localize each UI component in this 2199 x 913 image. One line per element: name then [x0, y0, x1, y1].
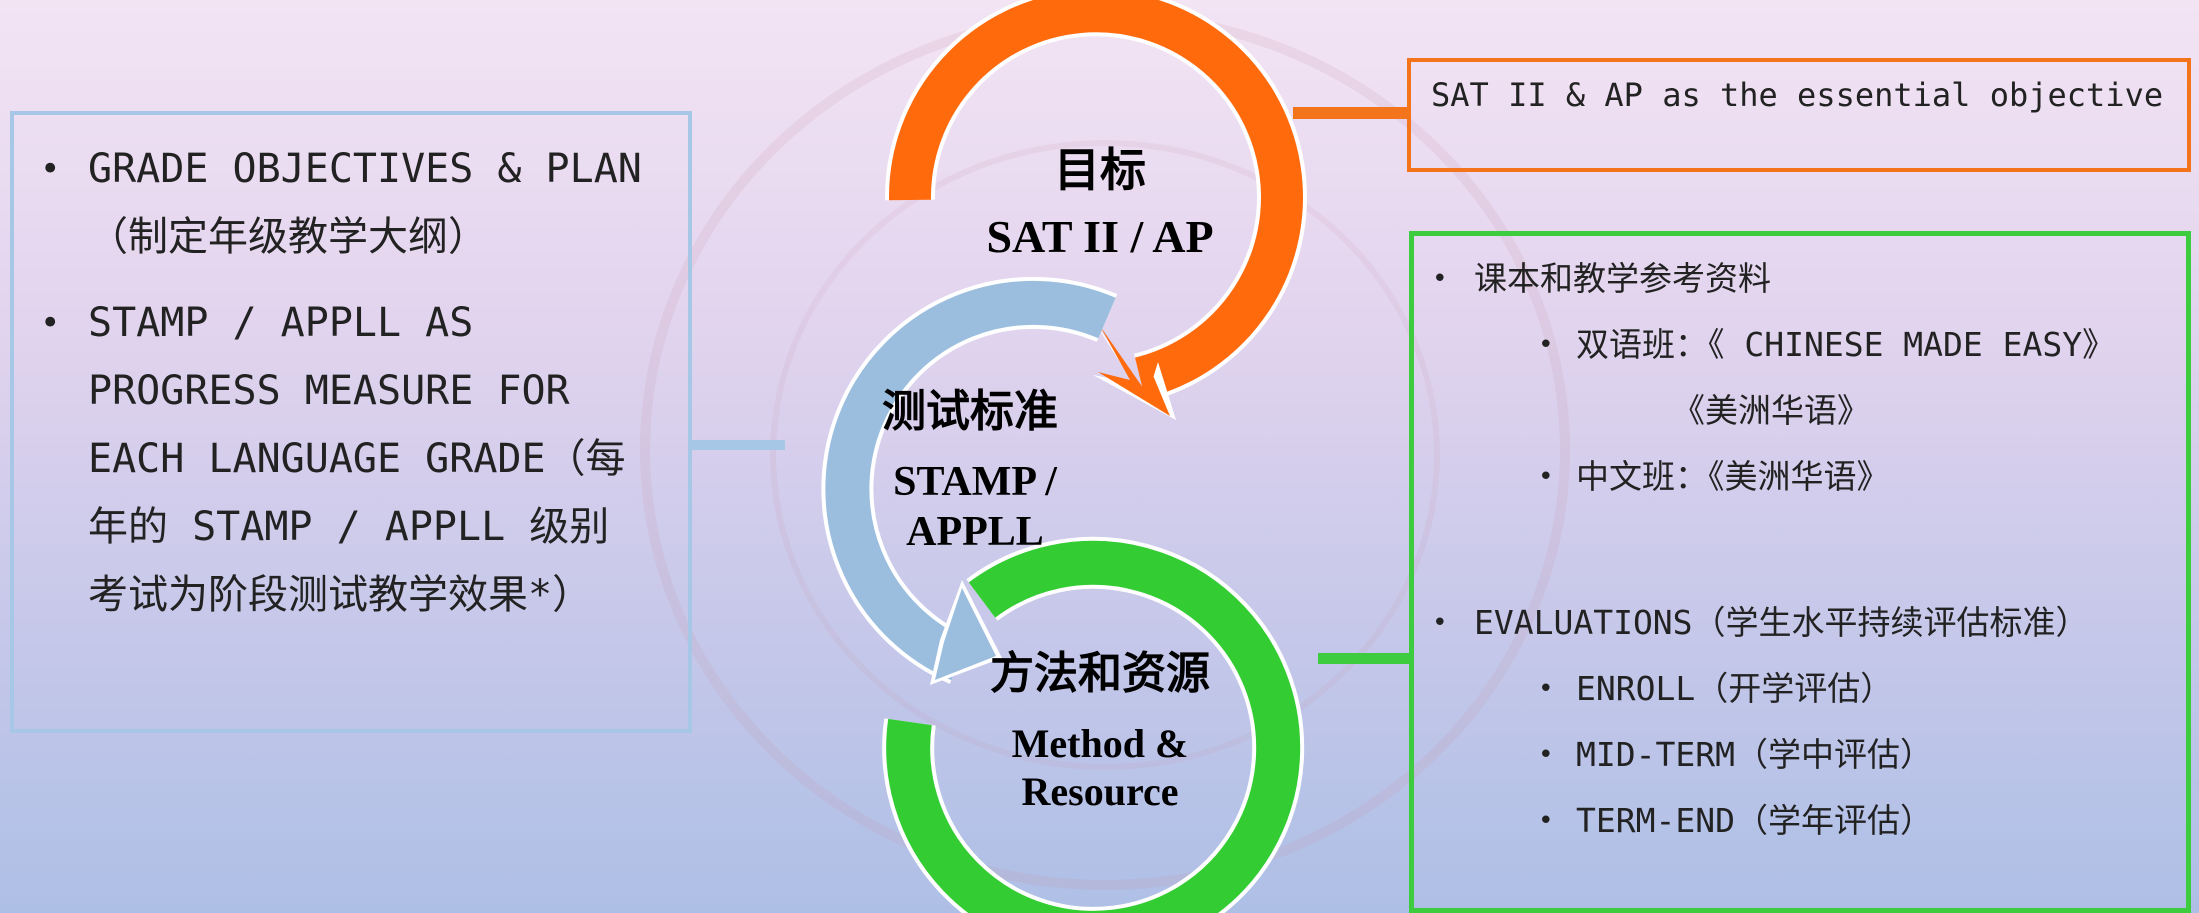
list-item: 双语班：《 CHINESE MADE EASY》: [1474, 312, 2176, 378]
item-line: （制定年级教学大纲）: [88, 214, 488, 260]
list-item: GRADE OBJECTIVES & PLAN （制定年级教学大纲）: [36, 135, 668, 271]
left-text-box: GRADE OBJECTIVES & PLAN （制定年级教学大纲） STAMP…: [10, 111, 692, 733]
goal-en-label: SAT II / AP: [986, 211, 1214, 262]
standard-en-label-2: APPLL: [906, 509, 1044, 555]
list-item: 中文班：《美洲华语》: [1474, 444, 2176, 510]
midterm-text: MID-TERM（学中评估）: [1576, 735, 1933, 774]
item-line: PROGRESS MEASURE FOR: [88, 368, 570, 414]
bilingual-class: 双语班：《 CHINESE MADE EASY》: [1576, 325, 2116, 364]
resources-list: 课本和教学参考资料 双语班：《 CHINESE MADE EASY》 《美洲华语…: [1432, 246, 2176, 510]
standard-arc: [821, 276, 1118, 685]
item-line: 考试为阶段测试教学效果*）: [88, 572, 593, 618]
left-bullet-list: GRADE OBJECTIVES & PLAN （制定年级教学大纲） STAMP…: [36, 135, 668, 629]
list-item: MID-TERM（学中评估）: [1474, 722, 2176, 788]
objective-text: SAT II & AP as the essential objective: [1431, 76, 2164, 114]
connector-top-right: [1293, 107, 1407, 119]
method-en-label-1: Method &: [1011, 721, 1189, 766]
list-item-evaluations: EVALUATIONS（学生水平持续评估标准） ENROLL（开学评估） MID…: [1432, 590, 2176, 854]
standard-en-label-1: STAMP /: [893, 459, 1057, 505]
goal-cn-label: 目标: [1054, 143, 1146, 197]
termend-text: TERM-END（学年评估）: [1576, 801, 1933, 840]
chinese-class: 中文班：《美洲华语》: [1576, 457, 1890, 496]
list-item: STAMP / APPLL AS PROGRESS MEASURE FOR EA…: [36, 289, 668, 629]
method-cn-label: 方法和资源: [990, 648, 1210, 699]
textbooks-title: 课本和教学参考资料: [1474, 259, 1771, 298]
evaluations-title: EVALUATIONS（学生水平持续评估标准）: [1474, 603, 2089, 642]
evaluations-list: EVALUATIONS（学生水平持续评估标准） ENROLL（开学评估） MID…: [1432, 590, 2176, 854]
connector-left: [690, 440, 785, 450]
connector-bottom-right: [1318, 653, 1410, 664]
list-item-textbooks: 课本和教学参考资料 双语班：《 CHINESE MADE EASY》 《美洲华语…: [1432, 246, 2176, 510]
list-item: TERM-END（学年评估）: [1474, 788, 2176, 854]
item-line: STAMP / APPLL AS: [88, 300, 474, 346]
goal-arc: [884, 0, 1307, 420]
item-line: GRADE OBJECTIVES & PLAN: [88, 146, 642, 192]
bilingual-class-cont: 《美洲华语》: [1672, 391, 1870, 430]
standard-cn-label: 测试标准: [882, 386, 1058, 437]
item-line: 年的 STAMP / APPLL 级别: [88, 504, 610, 550]
resources-box: 课本和教学参考资料 双语班：《 CHINESE MADE EASY》 《美洲华语…: [1409, 231, 2191, 913]
enroll-text: ENROLL（开学评估）: [1576, 669, 1894, 708]
method-arc: [882, 536, 1305, 913]
list-item: ENROLL（开学评估）: [1474, 656, 2176, 722]
method-en-label-2: Resource: [1021, 769, 1179, 814]
item-line: EACH LANGUAGE GRADE（每: [88, 436, 626, 482]
objective-box: SAT II & AP as the essential objective: [1407, 58, 2191, 172]
